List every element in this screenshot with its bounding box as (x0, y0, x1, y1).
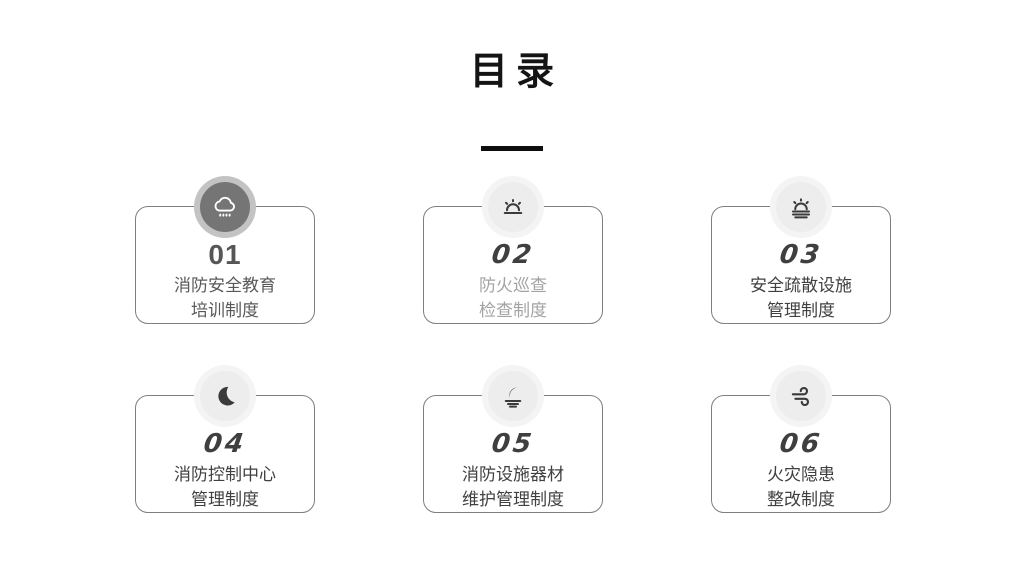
card-label-line1: 安全疏散设施 (750, 276, 852, 295)
card-label: 消防控制中心 管理制度 (136, 463, 314, 512)
card-number: 04 (201, 429, 249, 459)
card-label-line2: 管理制度 (191, 489, 259, 509)
card-label-line2: 培训制度 (191, 300, 259, 320)
card-label-line2: 检查制度 (479, 300, 547, 320)
card-label-line1: 火灾隐患 (767, 465, 835, 484)
card-label: 消防设施器材 维护管理制度 (424, 463, 602, 512)
moon-icon (200, 371, 250, 421)
title-divider (481, 146, 543, 151)
card-label: 防火巡查 检查制度 (424, 274, 602, 323)
card-label-line1: 消防安全教育 (174, 276, 276, 295)
toc-card-03[interactable]: 03 安全疏散设施 管理制度 (711, 182, 891, 324)
card-label-line2: 维护管理制度 (462, 489, 564, 509)
wind-icon (776, 371, 826, 421)
sunrise-icon (488, 182, 538, 232)
page-title: 目录 (469, 51, 563, 93)
card-number: 01 (208, 239, 242, 270)
card-number: 03 (777, 240, 825, 270)
toc-card-05[interactable]: 05 消防设施器材 维护管理制度 (423, 371, 603, 513)
toc-card-06[interactable]: 06 火灾隐患 整改制度 (711, 371, 891, 513)
cloud-rain-icon (200, 182, 250, 232)
card-number: 02 (489, 240, 537, 270)
toc-card-02[interactable]: 02 防火巡查 检查制度 (423, 182, 603, 324)
card-label-line1: 防火巡查 (479, 276, 547, 295)
moonset-haze-icon (488, 371, 538, 421)
card-label: 消防安全教育 培训制度 (136, 274, 314, 323)
card-number: 05 (489, 429, 537, 459)
toc-card-04[interactable]: 04 消防控制中心 管理制度 (135, 371, 315, 513)
card-label: 火灾隐患 整改制度 (712, 463, 890, 512)
sunset-haze-icon (776, 182, 826, 232)
card-label: 安全疏散设施 管理制度 (712, 274, 890, 323)
card-label-line2: 管理制度 (767, 300, 835, 320)
card-label-line2: 整改制度 (767, 489, 835, 509)
card-label-line1: 消防设施器材 (462, 465, 564, 484)
toc-card-01[interactable]: 01 消防安全教育 培训制度 (135, 182, 315, 324)
card-label-line1: 消防控制中心 (174, 465, 276, 484)
card-number: 06 (777, 429, 825, 459)
